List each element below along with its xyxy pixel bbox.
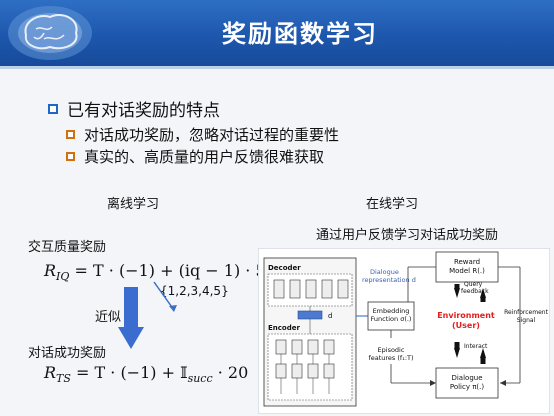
sub-bullet-1: 对话成功奖励，忽略对话过程的重要性 <box>66 124 339 145</box>
encoder-connections <box>280 306 330 394</box>
down-arrow-icon <box>454 348 460 358</box>
eq-sub: IQ <box>56 270 70 284</box>
square-bullet-icon <box>48 103 58 114</box>
eq-rhs-tail: · 20 <box>212 363 249 382</box>
arrow-shaft <box>480 296 486 302</box>
eq-lhs: R <box>44 261 57 280</box>
down-arrow-icon <box>454 288 460 298</box>
arrowhead <box>500 380 506 386</box>
header-divider <box>0 66 554 69</box>
square-bullet-icon <box>66 130 75 139</box>
sub-bullet-text: 真实的、高质量的用户反馈很难获取 <box>84 148 325 166</box>
sub-bullet-2: 真实的、高质量的用户反馈很难获取 <box>66 146 324 167</box>
online-subtitle: 通过用户反馈学习对话成功奖励 <box>316 228 499 243</box>
latent-d-label: d <box>328 312 332 320</box>
online-label: 在线学习 <box>366 197 419 212</box>
main-bullet-text: 已有对话奖励的特点 <box>67 101 220 121</box>
arrow-shaft <box>454 342 460 350</box>
decoder-cells <box>273 279 349 299</box>
up-arrow-icon <box>480 348 486 358</box>
environment-label: Environment(User) <box>437 311 495 330</box>
set-label: {1,2,3,4,5} <box>160 284 229 298</box>
encoder-label: Encoder <box>268 324 300 332</box>
up-arrow-icon <box>480 288 486 298</box>
down-arrow-icon <box>118 287 144 349</box>
eq-rhs-sub: succ <box>187 372 213 386</box>
approx-label: 近似 <box>95 310 122 325</box>
brain-logo-icon <box>8 6 92 60</box>
eq-rhs: = T · (−1) + (iq − 1) · 5 <box>74 261 266 280</box>
latent-vector <box>297 310 323 320</box>
arrow-shaft <box>454 284 460 290</box>
page-title: 奖励函数学习 <box>222 20 378 48</box>
reward-model-box <box>435 251 499 283</box>
header-bar: 奖励函数学习 <box>0 0 554 66</box>
equation-riq: RIQ = T · (−1) + (iq − 1) · 5 <box>44 261 266 283</box>
sub-bullet-text: 对话成功奖励，忽略对话过程的重要性 <box>84 126 340 144</box>
success-reward-label: 对话成功奖励 <box>28 346 107 361</box>
equation-rts: RTS = T · (−1) + 𝕀succ · 20 <box>44 363 248 385</box>
feedback-loop <box>390 266 521 384</box>
interact-label: Interact <box>464 343 488 350</box>
eq-rhs: = T · (−1) + 𝕀 <box>76 363 188 382</box>
decoder-label: Decoder <box>268 264 301 272</box>
embedding-function-box <box>367 301 415 331</box>
eq-lhs: R <box>44 363 57 382</box>
eq-sub: TS <box>56 372 71 386</box>
main-bullet: 已有对话奖励的特点 <box>48 96 220 121</box>
square-bullet-icon <box>66 152 75 161</box>
interaction-reward-label: 交互质量奖励 <box>28 240 107 255</box>
dialogue-policy-box <box>435 367 499 399</box>
offline-label: 离线学习 <box>107 197 160 212</box>
pointer-arrow-icon <box>153 281 177 312</box>
arrowhead <box>430 380 436 386</box>
arrow-shaft <box>480 356 486 364</box>
